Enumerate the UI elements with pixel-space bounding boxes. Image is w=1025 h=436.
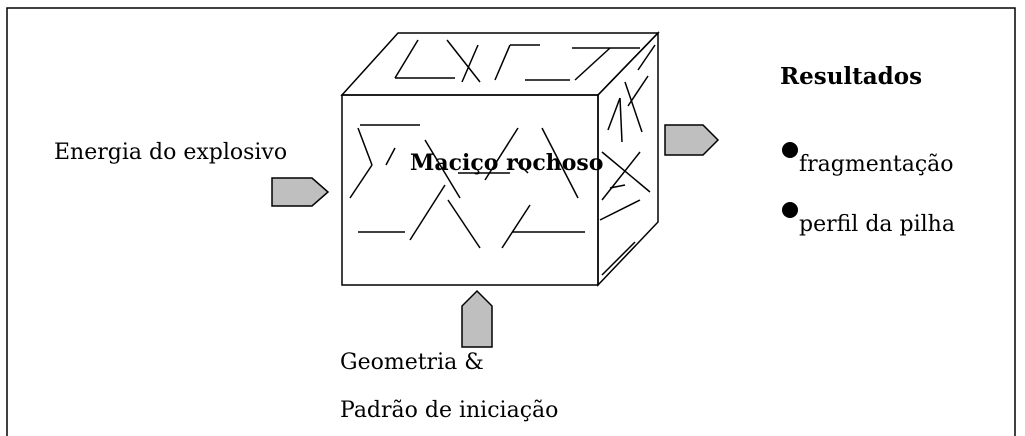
result-label: fragmentação bbox=[799, 152, 954, 177]
bullet-icon bbox=[782, 202, 798, 218]
output-results-arrow bbox=[664, 124, 720, 156]
input-energy-arrow bbox=[271, 177, 330, 207]
geometry-label: Geometria & bbox=[340, 350, 484, 375]
energy-label: Energia do explosivo bbox=[54, 140, 288, 165]
initiation-label: Padrão de iniciação bbox=[340, 398, 559, 423]
cube-side-face bbox=[597, 31, 659, 287]
result-item: fragmentação bbox=[782, 140, 954, 177]
input-geometry-arrow bbox=[461, 289, 493, 348]
result-item: perfil da pilha bbox=[782, 200, 955, 237]
outer-frame bbox=[6, 7, 1016, 436]
result-label: perfil da pilha bbox=[799, 212, 955, 237]
fracture-lines bbox=[349, 39, 656, 276]
rock-mass-label: Maciço rochoso bbox=[410, 150, 604, 176]
cube-top-face bbox=[340, 32, 660, 96]
bullet-icon bbox=[782, 142, 798, 158]
rock-mass-cube bbox=[340, 31, 660, 287]
results-title: Resultados bbox=[780, 63, 923, 90]
cube-front-face bbox=[341, 94, 599, 286]
